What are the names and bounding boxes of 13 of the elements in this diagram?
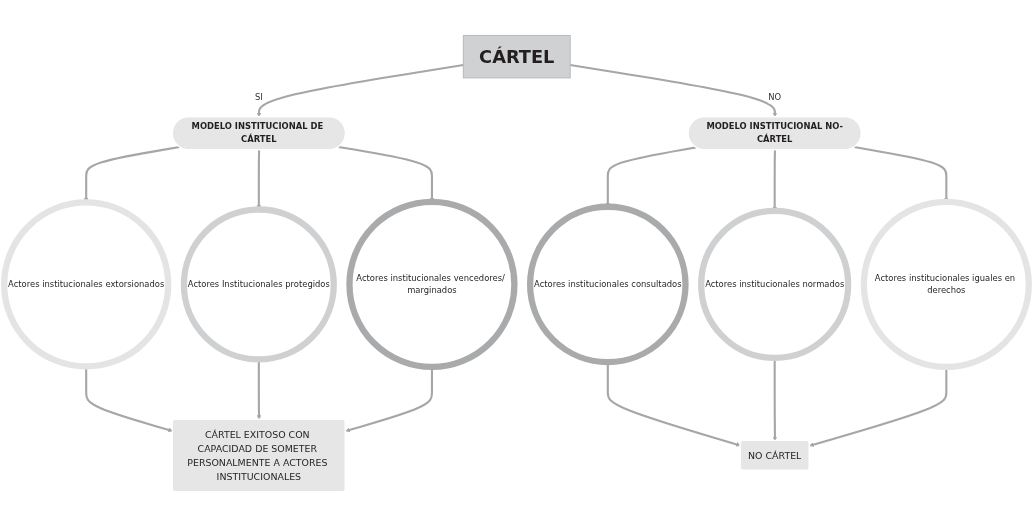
node-box: CÁRTEL	[462, 34, 571, 79]
arrow	[256, 64, 464, 118]
node-circle: Actores Institucionales protegidos	[180, 206, 337, 363]
node-circle: Actores institucionales consultados	[527, 203, 689, 366]
arrow	[570, 64, 778, 118]
arrow	[606, 362, 741, 447]
arrow	[605, 146, 697, 207]
node-circle: Actores institucionales normados	[698, 207, 852, 362]
edge-label: SI	[254, 92, 263, 102]
edge-label: NO	[768, 92, 782, 102]
node-circle: Actores institucionales extorsionados	[1, 199, 172, 370]
node-circle: Actores institucionales iguales en derechos	[860, 198, 1032, 371]
node-circle: Actores institucionales vencedores/ marginados	[346, 198, 518, 371]
